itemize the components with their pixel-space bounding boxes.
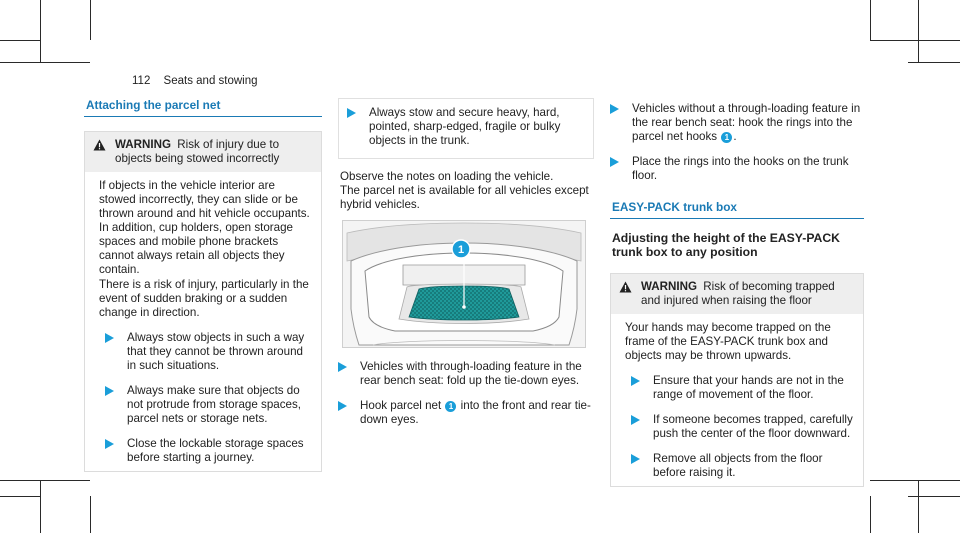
step-item: If someone becomes trapped, carefully pu… — [625, 413, 855, 441]
warning-continuation-box: Always stow and secure heavy, hard, poin… — [338, 98, 594, 159]
arrow-right-icon — [105, 331, 127, 373]
step-text: Close the lockable storage spaces before… — [127, 437, 304, 464]
step-text: Vehicles without a through-loading featu… — [632, 102, 864, 144]
crop-mark — [870, 0, 871, 40]
crop-mark — [40, 0, 41, 62]
callout-badge: 1 — [445, 401, 457, 412]
arrow-right-icon — [338, 360, 360, 388]
step-text-part: into the front and rear tie-down eyes. — [360, 399, 591, 426]
warning-header: WARNING Risk of injury due to objects be… — [85, 132, 321, 172]
crop-mark — [908, 62, 960, 63]
step-text: Vehicles with through-loading feature in… — [360, 360, 582, 387]
step-text: Place the rings into the hooks on the tr… — [632, 155, 849, 182]
crop-mark — [918, 480, 919, 533]
column-right: Vehicles without a through-loading featu… — [610, 98, 864, 487]
warning-box-trapped: WARNING Risk of becoming trapped and inj… — [610, 273, 864, 487]
warning-body: Your hands may become trapped on the fra… — [611, 314, 863, 486]
note-line: Observe the notes on loading the vehicle… — [340, 170, 554, 183]
figure-callout: 1 — [458, 244, 464, 256]
warning-paragraph: There is a risk of injury, particularly … — [99, 278, 309, 319]
step-text-part: Hook parcel net — [360, 399, 442, 412]
warning-label: WARNING — [641, 280, 698, 293]
arrow-right-icon — [338, 399, 360, 427]
step-item: Always stow and secure heavy, hard, poin… — [347, 106, 585, 148]
step-item: Remove all objects from the floor before… — [625, 452, 855, 480]
warning-body: If objects in the vehicle interior are s… — [85, 172, 321, 471]
note-line: The parcel net is available for all vehi… — [340, 184, 589, 211]
step-item: Always stow objects in such a way that t… — [99, 331, 313, 373]
column-middle: Always stow and secure heavy, hard, poin… — [338, 98, 594, 427]
warning-paragraph: Your hands may become trapped on the fra… — [625, 321, 831, 362]
step-item: Always make sure that objects do not pro… — [99, 384, 313, 426]
warning-paragraph: If objects in the vehicle interior are s… — [99, 179, 310, 276]
step-item: Hook parcel net 1 into the front and rea… — [338, 399, 594, 427]
arrow-right-icon — [347, 106, 369, 148]
crop-mark — [0, 40, 40, 41]
crop-mark — [0, 62, 90, 63]
page-header: 112 Seats and stowing — [132, 74, 258, 88]
step-item: Place the rings into the hooks on the tr… — [610, 155, 864, 183]
crop-mark — [870, 496, 871, 533]
step-text: Ensure that your hands are not in the ra… — [653, 374, 844, 401]
warning-heading-text: Risk of becoming trapped and injured whe… — [641, 280, 835, 307]
crop-mark — [90, 0, 91, 40]
step-text: Hook parcel net 1 into the front and rea… — [360, 399, 594, 427]
callout-badge: 1 — [721, 132, 733, 143]
column-left: Attaching the parcel net WARNING Risk of… — [84, 98, 322, 472]
subheading-adjust-height: Adjusting the height of the EASY-PACK tr… — [612, 231, 840, 259]
crop-mark — [40, 480, 41, 533]
step-text-part: . — [733, 130, 737, 143]
section-title-easy-pack: EASY-PACK trunk box — [610, 200, 864, 219]
crop-mark — [0, 496, 40, 497]
step-item: Vehicles without a through-loading featu… — [610, 102, 864, 144]
page-number: 112 — [132, 75, 151, 87]
loading-note: Observe the notes on loading the vehicle… — [338, 170, 594, 212]
step-item: Close the lockable storage spaces before… — [99, 437, 313, 465]
arrow-right-icon — [610, 102, 632, 144]
crop-mark — [908, 496, 960, 497]
warning-triangle-icon — [619, 280, 641, 297]
warning-heading: WARNING Risk of becoming trapped and inj… — [641, 280, 857, 308]
step-text: If someone becomes trapped, carefully pu… — [653, 413, 853, 440]
arrow-right-icon — [631, 452, 653, 480]
warning-triangle-icon — [93, 138, 115, 155]
crop-mark — [0, 480, 90, 481]
crop-mark — [918, 0, 919, 62]
trunk-parcel-net-illustration: 1 — [342, 220, 586, 348]
arrow-right-icon — [105, 437, 127, 465]
warning-header: WARNING Risk of becoming trapped and inj… — [611, 274, 863, 314]
warning-label: WARNING — [115, 138, 172, 151]
chapter-title: Seats and stowing — [163, 75, 258, 87]
step-text: Always make sure that objects do not pro… — [127, 384, 301, 425]
section-title-parcel-net: Attaching the parcel net — [84, 98, 322, 117]
arrow-right-icon — [105, 384, 127, 426]
crop-mark — [870, 480, 960, 481]
step-item: Ensure that your hands are not in the ra… — [625, 374, 855, 402]
step-text: Always stow and secure heavy, hard, poin… — [369, 106, 561, 147]
warning-heading: WARNING Risk of injury due to objects be… — [115, 138, 315, 166]
crop-mark — [870, 40, 960, 41]
arrow-right-icon — [631, 413, 653, 441]
warning-heading-text: Risk of injury due to objects being stow… — [115, 138, 280, 165]
step-text: Remove all objects from the floor before… — [653, 452, 823, 479]
step-text: Always stow objects in such a way that t… — [127, 331, 305, 372]
step-text-part: Vehicles without a through-loading featu… — [632, 102, 861, 143]
crop-mark — [90, 496, 91, 533]
trunk-illustration-svg: 1 — [343, 221, 585, 347]
step-item: Vehicles with through-loading feature in… — [338, 360, 594, 388]
arrow-right-icon — [610, 155, 632, 183]
warning-box-stowing: WARNING Risk of injury due to objects be… — [84, 131, 322, 472]
arrow-right-icon — [631, 374, 653, 402]
